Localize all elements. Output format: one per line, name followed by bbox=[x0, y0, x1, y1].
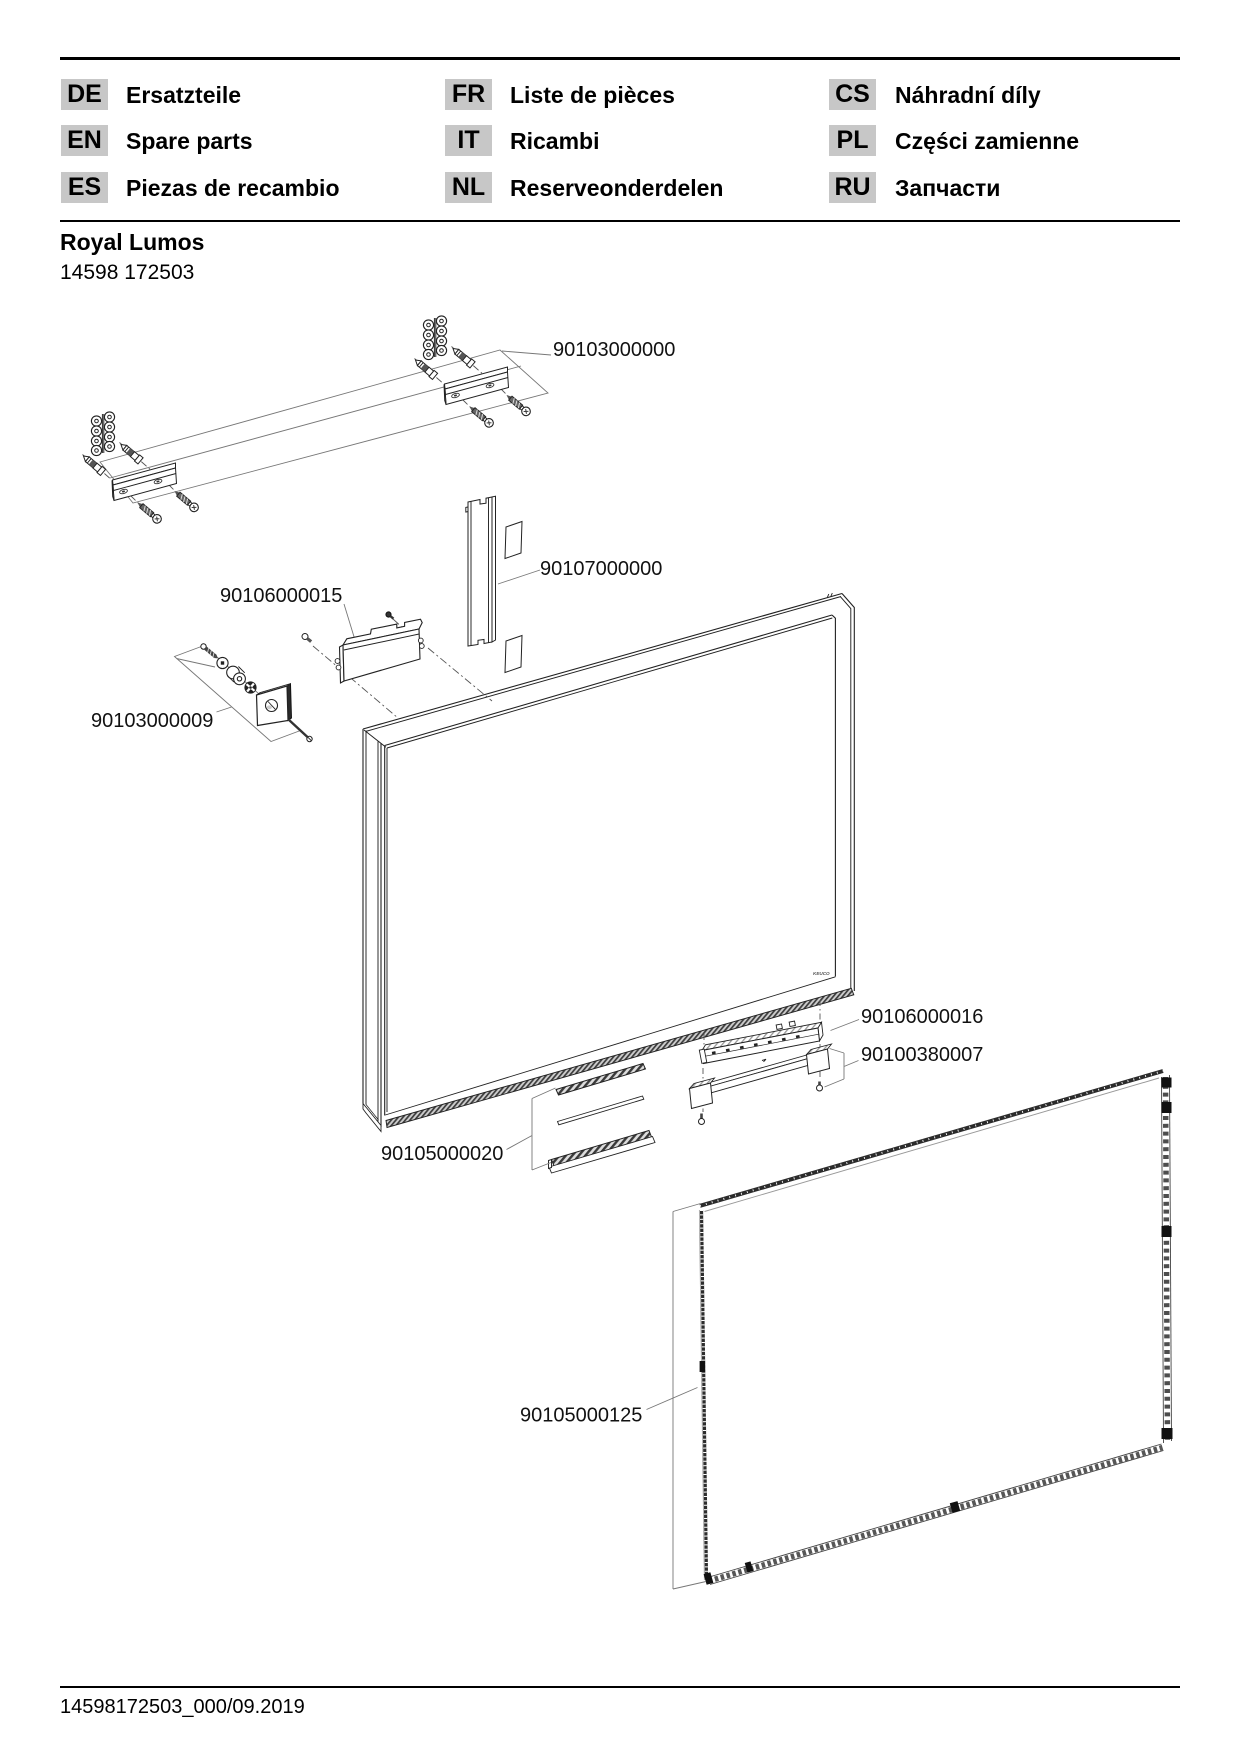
svg-text:90107000000: 90107000000 bbox=[540, 558, 662, 580]
svg-text:90103000000: 90103000000 bbox=[553, 339, 675, 361]
svg-text:90100380007: 90100380007 bbox=[861, 1044, 983, 1066]
svg-text:90103000009: 90103000009 bbox=[91, 710, 213, 732]
svg-text:KEUCO: KEUCO bbox=[813, 971, 830, 976]
svg-text:90105000125: 90105000125 bbox=[520, 1405, 642, 1427]
svg-text:90105000020: 90105000020 bbox=[381, 1143, 503, 1165]
svg-text:90106000016: 90106000016 bbox=[861, 1006, 983, 1028]
svg-text:90106000015: 90106000015 bbox=[220, 585, 342, 607]
